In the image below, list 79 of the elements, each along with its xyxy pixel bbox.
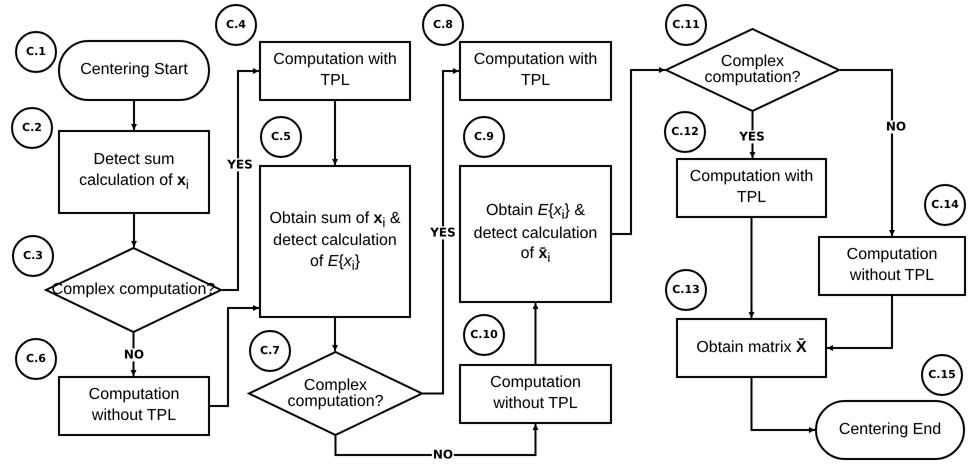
step-number-circle — [15, 31, 57, 73]
step-number-circle — [665, 4, 707, 46]
step-number: C.13 — [672, 282, 700, 298]
step-number-circle — [12, 235, 54, 277]
arrow — [827, 296, 893, 351]
step-number: C.10 — [470, 328, 498, 342]
step-number: C.11 — [672, 18, 700, 32]
node-label: Complex computation? — [286, 378, 385, 410]
node-label: Obtain matrix X̄ — [696, 338, 807, 358]
arrow — [334, 424, 538, 456]
step-number: C.8 — [433, 18, 453, 32]
step-number-circle — [463, 116, 505, 158]
step-number: C.7 — [260, 344, 280, 358]
process-box — [459, 364, 612, 424]
step-number: C.12 — [671, 124, 699, 140]
process-box — [58, 376, 210, 436]
node-label: Obtain sum of x$_{i}$ & detect calculation of E{x$_{i}$} — [268, 208, 402, 274]
step-number: C.1 — [26, 44, 46, 60]
decision-diamond — [45, 247, 222, 333]
arrow — [332, 101, 338, 165]
step-number: C.6 — [26, 352, 46, 366]
edge-label: NO — [432, 448, 454, 462]
step-number-circle — [260, 116, 302, 158]
node-label: Computation with TPL — [472, 50, 598, 91]
edge-label: YES — [226, 158, 254, 172]
process-box — [459, 41, 612, 101]
step-number: C.14 — [931, 198, 959, 212]
step-number: C.9 — [474, 130, 494, 144]
arrow — [222, 68, 259, 291]
arrow — [750, 378, 815, 433]
arrow — [748, 218, 754, 318]
arrow — [840, 69, 895, 236]
node-label: Complex computation? — [52, 282, 216, 298]
arrow — [210, 305, 259, 407]
step-number: C.15 — [928, 368, 956, 382]
node-label: Computation with TPL — [272, 50, 398, 91]
step-number-circle — [664, 111, 706, 153]
terminal-node — [58, 40, 210, 101]
node-label: Complex computation? — [703, 54, 802, 86]
step-number-circle — [921, 354, 963, 396]
step-number: C.4 — [226, 18, 246, 32]
node-label: Obtain E{x$_{i}$} & detect calculation of x̄$_{i}$ — [472, 201, 598, 267]
arrow — [423, 68, 459, 394]
step-number: C.5 — [271, 130, 291, 144]
step-number-circle — [215, 4, 257, 46]
process-box — [259, 165, 411, 318]
step-number: C.3 — [23, 248, 43, 264]
step-number-circle — [665, 269, 707, 311]
node-label: Computation without TPL — [88, 385, 180, 426]
process-box — [58, 130, 210, 214]
step-number-circle — [463, 314, 505, 356]
process-box — [676, 318, 827, 378]
arrow — [332, 318, 338, 351]
step-number-circle — [422, 4, 464, 46]
step-number-circle — [11, 107, 53, 149]
step-number-circle — [249, 330, 291, 372]
process-box — [459, 165, 612, 303]
arrow — [532, 303, 538, 364]
process-box — [676, 158, 827, 218]
step-number-circle — [15, 338, 57, 380]
arrow — [131, 214, 137, 247]
edge-label: NO — [884, 120, 908, 134]
node-label: Detect sum calculation of x$_{i}$ — [78, 150, 190, 194]
process-box — [818, 236, 966, 296]
decision-diamond — [665, 28, 840, 112]
process-box — [259, 41, 411, 101]
node-label: Centering Start — [80, 60, 188, 80]
node-label: Computation without TPL — [489, 373, 582, 414]
node-label: Computation without TPL — [846, 245, 938, 286]
node-label: Computation with TPL — [688, 167, 814, 208]
edge-label: YES — [738, 130, 766, 144]
arrow — [131, 101, 137, 130]
arrow — [130, 333, 136, 376]
edge-label: NO — [122, 348, 146, 362]
node-label: Centering End — [838, 420, 942, 440]
step-number: C.2 — [22, 120, 42, 136]
edge-label: YES — [429, 226, 457, 240]
step-number-circle — [924, 184, 966, 226]
arrow — [612, 67, 665, 235]
